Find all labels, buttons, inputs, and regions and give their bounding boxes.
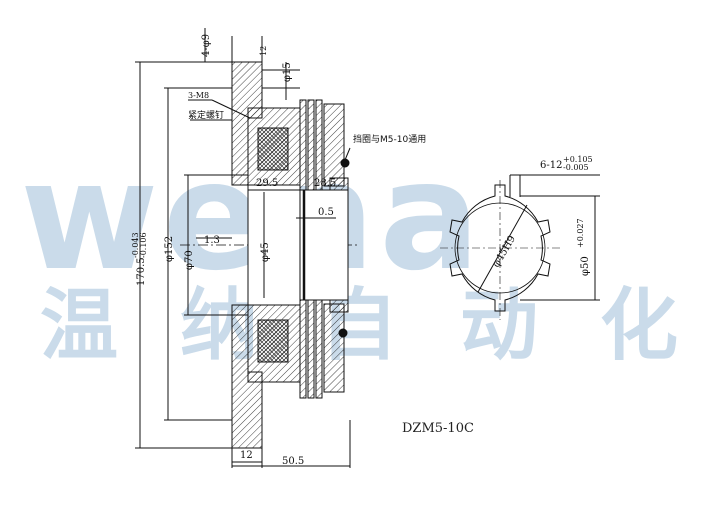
label-28-5: 28.5 [314, 178, 336, 189]
section-labels: 4-φ9 12 φ15 3-M8 紧定螺钉 挡圈与M5-10通用 29.5 28… [131, 34, 426, 467]
label-12-bottom: 12 [240, 450, 253, 461]
dim-line-d45-h9 [477, 204, 528, 293]
plate-bottom-3 [315, 299, 323, 399]
plate-top-3 [315, 99, 323, 191]
label-1-3: 1.3 [204, 235, 220, 246]
label-0-5: 0.5 [318, 207, 334, 218]
label-170-5: 170.5 [136, 257, 147, 286]
armature-top [323, 103, 345, 187]
label-d70: φ70 [184, 250, 195, 270]
label-d50: φ50 [580, 256, 591, 276]
model-label: DZM5-10C [402, 421, 474, 436]
watermark-cn-4: 动 [460, 281, 538, 371]
watermark-cn-1: 温 [40, 281, 118, 371]
label-d45: φ45 [260, 242, 271, 262]
label-170-5-group: 170.5 -0.043 -0.106 [131, 232, 148, 286]
label-170-5-tol-dn: -0.106 [139, 232, 148, 258]
retaining-ring-bottom [338, 328, 348, 338]
spline-outline [449, 184, 551, 312]
plate-bottom-2 [307, 299, 315, 399]
leader-retaining-ring [344, 147, 351, 161]
label-12-top: 12 [259, 46, 268, 56]
label-50-5: 50.5 [282, 456, 304, 467]
label-spline-tol-dn: -0.005 [563, 163, 589, 172]
retaining-ring-top [340, 158, 350, 168]
label-spline: 6-12 [540, 160, 562, 171]
watermark-cn-5: 化 [600, 281, 678, 371]
label-d50-tol: +0.027 [576, 218, 585, 248]
plate-top-2 [307, 99, 315, 191]
label-d45-h9: φ45H9 [491, 234, 518, 270]
coil-bottom [257, 319, 289, 363]
section-view [135, 28, 360, 468]
label-29-5: 29.5 [256, 178, 278, 189]
label-d152: φ152 [164, 236, 175, 262]
hub-body [248, 184, 301, 306]
label-d15: φ15 [282, 62, 293, 82]
inner-sleeve [299, 189, 349, 301]
leader-3-m8 [211, 99, 251, 119]
label-holes-4: 4-φ9 [201, 34, 212, 57]
coil-top [257, 127, 289, 171]
plate-bottom-1 [299, 299, 307, 399]
label-set-screw: 紧定螺钉 [188, 109, 224, 121]
armature-bottom [323, 303, 345, 393]
label-spline-tol-up: +0.105 [563, 155, 593, 164]
plate-top-1 [299, 99, 307, 191]
label-retaining-ring: 挡圈与M5-10通用 [353, 133, 426, 145]
label-holes-3: 3-M8 [188, 91, 209, 100]
spline-view [440, 174, 600, 320]
label-170-5-tol-up: -0.043 [131, 232, 140, 258]
